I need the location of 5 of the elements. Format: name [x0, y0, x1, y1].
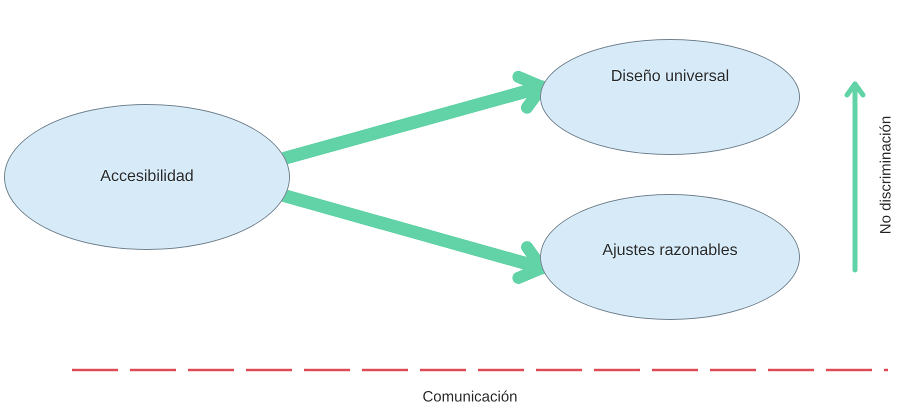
node-label: Ajustes razonables — [602, 242, 738, 260]
axis-label: No discriminación — [878, 116, 894, 234]
node-label: Diseño universal — [610, 68, 730, 86]
divider-label: Comunicación — [422, 388, 518, 406]
node-label: Accesibilidad — [100, 168, 194, 186]
